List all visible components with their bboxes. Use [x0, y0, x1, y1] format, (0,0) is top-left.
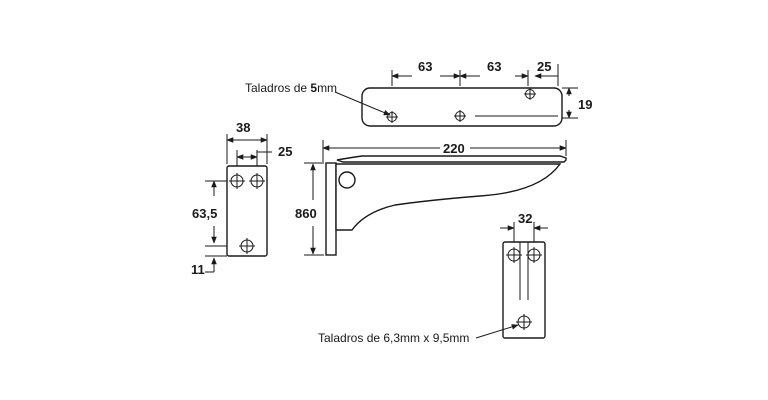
bracket-upright — [325, 162, 337, 256]
dim-38: 38 — [236, 120, 250, 135]
left-hole-3 — [239, 238, 255, 254]
rear-view: 32 Taladros de 6,3mm x 9,5mm — [318, 211, 548, 345]
dim-63-right: 63 — [487, 59, 501, 74]
dim-63-left: 63 — [418, 59, 432, 74]
bracket-support — [335, 163, 562, 231]
dim-32: 32 — [518, 211, 532, 226]
dim-11: 11 — [191, 262, 205, 277]
bracket-pivot — [338, 171, 356, 189]
dim-220: 220 — [443, 141, 465, 156]
left-view: 38 25 63,5 11 — [191, 120, 292, 277]
top-hole-2 — [454, 110, 466, 122]
rear-hole-2 — [526, 247, 542, 263]
top-hole-1 — [386, 111, 398, 123]
note-holes-5mm-prefix: Taladros de — [245, 81, 310, 95]
rear-plate — [502, 241, 546, 339]
top-view: 63 63 25 19 Taladros de 5mm — [245, 59, 592, 127]
note-holes-5mm-unit: mm — [317, 81, 337, 95]
rear-hole-1 — [506, 247, 522, 263]
dim-860: 860 — [295, 206, 317, 221]
left-hole-1 — [229, 173, 245, 189]
top-hole-3 — [524, 88, 536, 100]
note-holes-5mm-value: 5 — [310, 81, 317, 95]
dim-19: 19 — [578, 97, 592, 112]
dim-63-5: 63,5 — [192, 206, 217, 221]
dim-25-side: 25 — [278, 144, 292, 159]
left-hole-2 — [249, 173, 265, 189]
note-holes-5mm: Taladros de 5mm — [245, 81, 337, 95]
rear-hole-3 — [516, 314, 532, 330]
note-holes-slotted: Taladros de 6,3mm x 9,5mm — [318, 331, 469, 345]
side-view: 220 860 — [295, 140, 567, 256]
dim-25-top: 25 — [537, 59, 551, 74]
bracket-arm — [336, 155, 567, 163]
